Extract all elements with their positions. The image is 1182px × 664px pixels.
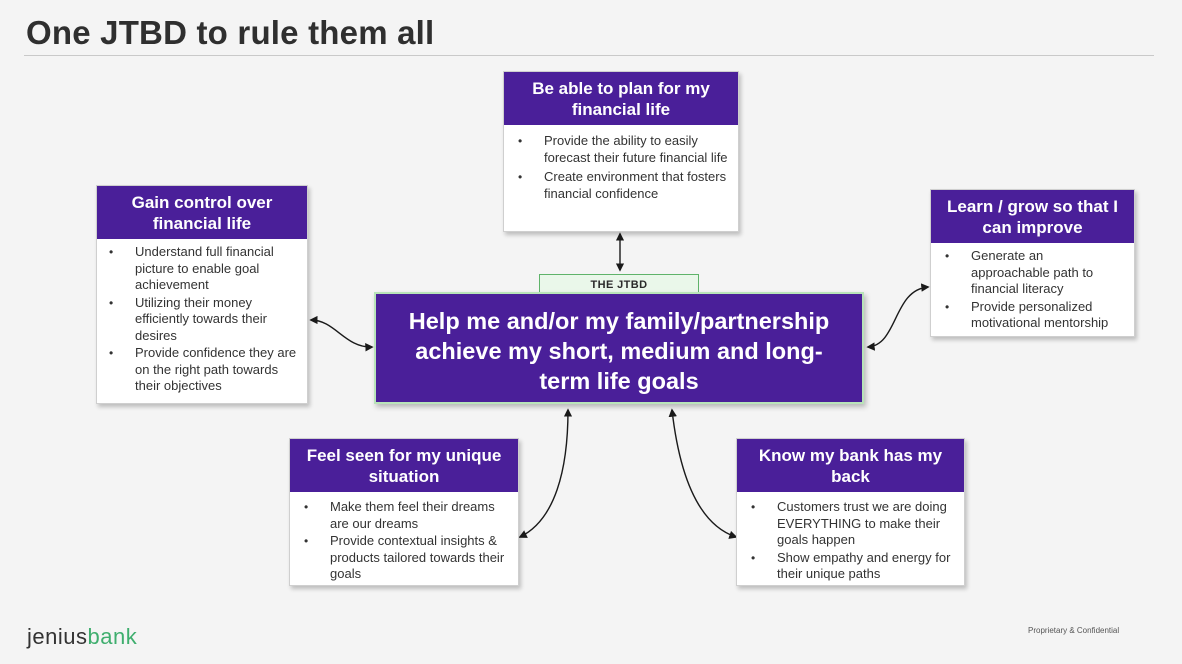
slide-title: One JTBD to rule them all: [26, 14, 435, 51]
card-seen-bullets: •Make them feel their dreams are our dre…: [290, 492, 518, 590]
bullet-item: •Provide confidence they are on the righ…: [109, 345, 297, 393]
footer-confidential: Proprietary & Confidential: [1028, 626, 1120, 635]
bullet-item: •Customers trust we are doing EVERYTHING…: [751, 499, 947, 547]
arrow-learn: [866, 283, 930, 351]
card-seen: Feel seen for my unique situation •Make …: [289, 438, 519, 586]
brand-logo-part1: jenius: [27, 624, 88, 649]
arrow-seen: [518, 408, 573, 538]
bullet-item: •Understand full financial picture to en…: [109, 244, 274, 292]
bullet-item: •Create environment that fosters financi…: [518, 169, 727, 201]
card-back-heading: Know my bank has my back: [737, 439, 964, 492]
card-control-bullets: •Understand full financial picture to en…: [97, 239, 307, 402]
bullet-item: •Make them feel their dreams are our dre…: [304, 499, 495, 531]
jtbd-statement: Help me and/or my family/partnership ach…: [374, 292, 864, 404]
card-control: Gain control over financial life •Unders…: [96, 185, 308, 404]
brand-logo-part2: bank: [87, 624, 138, 649]
arrow-back: [668, 408, 738, 539]
card-seen-heading: Feel seen for my unique situation: [290, 439, 518, 492]
title-divider: [24, 55, 1154, 56]
card-learn-bullets: •Generate an approachable path to financ…: [931, 243, 1134, 339]
bullet-item: •Utilizing their money efficiently towar…: [109, 294, 267, 343]
card-control-heading: Gain control over financial life: [97, 186, 307, 239]
bullet-item: •Provide the ability to easily forecast …: [518, 133, 728, 165]
card-back-bullets: •Customers trust we are doing EVERYTHING…: [737, 492, 964, 590]
brand-logo: jeniusbank: [27, 624, 137, 650]
card-plan: Be able to plan for my financial life •P…: [503, 71, 739, 232]
jtbd-tag: THE JTBD: [539, 274, 699, 296]
card-learn-heading: Learn / grow so that I can improve: [931, 190, 1134, 243]
card-plan-heading: Be able to plan for my financial life: [504, 72, 738, 125]
card-learn: Learn / grow so that I can improve •Gene…: [930, 189, 1135, 337]
card-plan-bullets: •Provide the ability to easily forecast …: [504, 125, 738, 209]
bullet-item: •Generate an approachable path to financ…: [945, 248, 1094, 296]
bullet-item: •Provide contextual insights & products …: [304, 533, 505, 581]
card-back: Know my bank has my back •Customers trus…: [736, 438, 965, 586]
arrow-control: [309, 315, 374, 352]
bullet-item: •Show empathy and energy for their uniqu…: [751, 549, 951, 582]
bullet-item: •Provide personalized motivational mento…: [945, 298, 1109, 331]
